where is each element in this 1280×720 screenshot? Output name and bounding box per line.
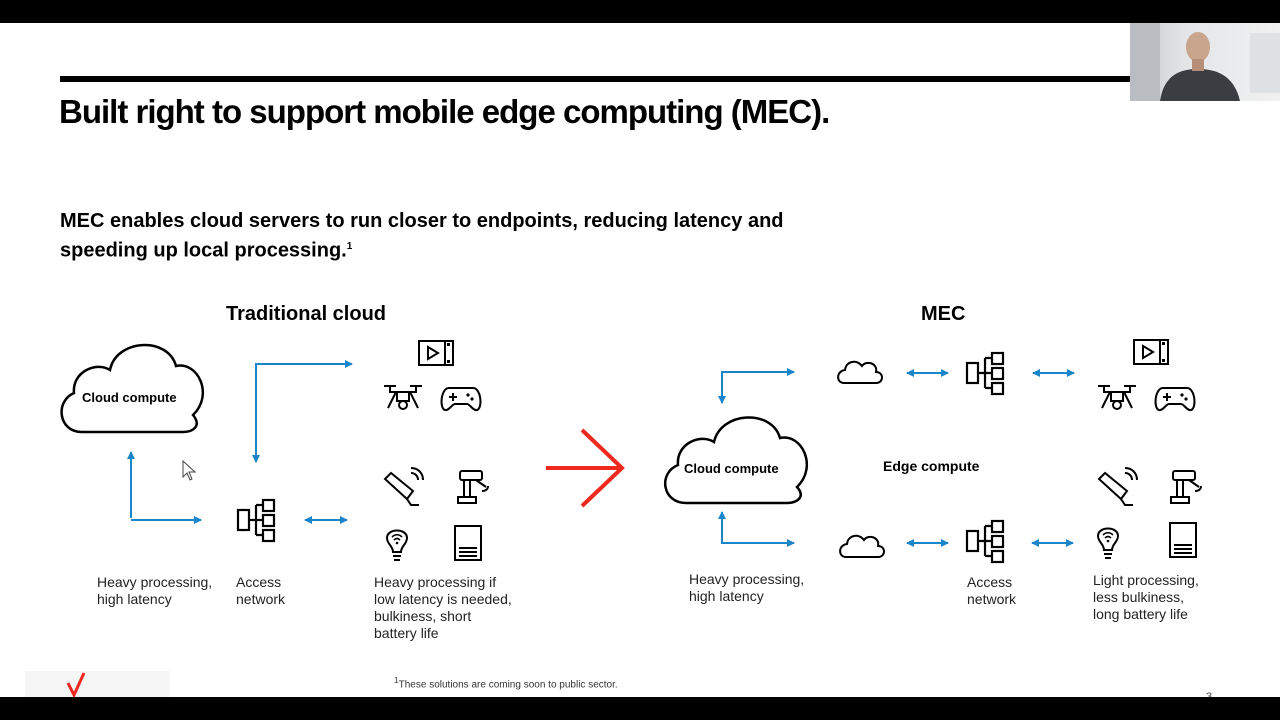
caption-line: network bbox=[236, 591, 286, 607]
presenter-webcam bbox=[1130, 23, 1280, 101]
edge-compute-label: Edge compute bbox=[883, 458, 980, 474]
mec-drone-icon bbox=[1097, 385, 1137, 410]
title-rule bbox=[60, 76, 1130, 82]
footnote: 1These solutions are coming soon to publ… bbox=[394, 675, 618, 690]
top-letterbox bbox=[0, 0, 1280, 23]
brand-logo-fragment bbox=[25, 671, 170, 697]
mec-robotic-arm-icon bbox=[1170, 470, 1202, 504]
footnote-marker: 1 bbox=[394, 675, 399, 685]
caption-line: battery life bbox=[374, 625, 439, 641]
mec-devices-caption: Light processing, less bulkiness, long b… bbox=[1093, 572, 1199, 623]
arrow-mec-to-lower-edge bbox=[718, 511, 795, 547]
smart-bulb-icon bbox=[386, 529, 408, 561]
traditional-devices-caption: Heavy processing if low latency is neede… bbox=[374, 574, 512, 642]
slide: Built right to support mobile edge compu… bbox=[0, 23, 1280, 697]
transition-arrow bbox=[546, 428, 625, 508]
video-player-icon bbox=[418, 340, 454, 366]
subtitle-line-1: MEC enables cloud servers to run closer … bbox=[60, 210, 784, 232]
caption-line: Access bbox=[236, 574, 282, 590]
arrow-mec-to-upper-edge bbox=[718, 368, 795, 404]
diagram bbox=[25, 339, 1202, 697]
arrow-access-to-devices bbox=[252, 360, 353, 463]
caption-line: long battery life bbox=[1093, 606, 1188, 622]
caption-line: high latency bbox=[97, 591, 172, 607]
mec-title: MEC bbox=[921, 303, 966, 325]
drone-icon bbox=[383, 385, 423, 410]
presenter-silhouette bbox=[1130, 23, 1280, 101]
mec-access-caption: Access network bbox=[967, 574, 1016, 608]
mec-cloud-label: Cloud compute bbox=[684, 461, 779, 476]
network-hub-icon-lower bbox=[965, 519, 1005, 564]
edge-cloud-icon-upper bbox=[837, 360, 883, 384]
network-hub-icon bbox=[236, 498, 276, 543]
traditional-cloud-title: Traditional cloud bbox=[226, 303, 387, 325]
caption-line: Heavy processing, bbox=[689, 571, 805, 587]
mouse-cursor-icon bbox=[182, 459, 197, 481]
slide-title: Built right to support mobile edge compu… bbox=[59, 93, 830, 130]
mec-video-player-icon bbox=[1133, 339, 1169, 365]
mec-cloud-compute-cloud bbox=[663, 416, 808, 505]
mec-security-camera-icon bbox=[1098, 467, 1138, 506]
mec-gamepad-icon bbox=[1154, 387, 1196, 412]
caption-line: Heavy processing if bbox=[374, 574, 497, 590]
mec-smart-bulb-icon bbox=[1097, 527, 1119, 559]
caption-line: less bulkiness, bbox=[1093, 589, 1185, 605]
security-camera-icon bbox=[384, 467, 424, 506]
caption-line: low latency is needed, bbox=[374, 591, 512, 607]
caption-line: Light processing, bbox=[1093, 572, 1199, 588]
mec-cloud-caption: Heavy processing, high latency bbox=[689, 571, 804, 605]
network-hub-icon-upper bbox=[965, 351, 1005, 396]
caption-line: high latency bbox=[689, 588, 764, 604]
robotic-arm-icon bbox=[457, 470, 489, 504]
caption-line: Heavy processing, bbox=[97, 574, 213, 590]
caption-line: Access bbox=[967, 574, 1013, 590]
caption-line: bulkiness, short bbox=[374, 608, 472, 624]
slide-subtitle: MEC enables cloud servers to run closer … bbox=[60, 208, 880, 264]
edge-cloud-icon-lower bbox=[839, 534, 885, 558]
mec-storage-device-icon bbox=[1169, 522, 1197, 558]
subtitle-footnote-marker: 1 bbox=[346, 241, 353, 252]
traditional-access-caption: Access network bbox=[236, 574, 285, 608]
footnote-text: These solutions are coming soon to publi… bbox=[398, 679, 618, 691]
page-number: 3 bbox=[1206, 691, 1213, 697]
caption-line: network bbox=[967, 591, 1017, 607]
subtitle-line-2: speeding up local processing. bbox=[60, 239, 347, 262]
bottom-letterbox bbox=[0, 697, 1280, 720]
storage-device-icon bbox=[454, 525, 482, 561]
traditional-cloud-label: Cloud compute bbox=[82, 390, 177, 405]
traditional-cloud-caption: Heavy processing, high latency bbox=[97, 574, 212, 608]
gamepad-icon bbox=[440, 387, 482, 412]
traditional-cloud-compute-cloud bbox=[60, 343, 204, 434]
